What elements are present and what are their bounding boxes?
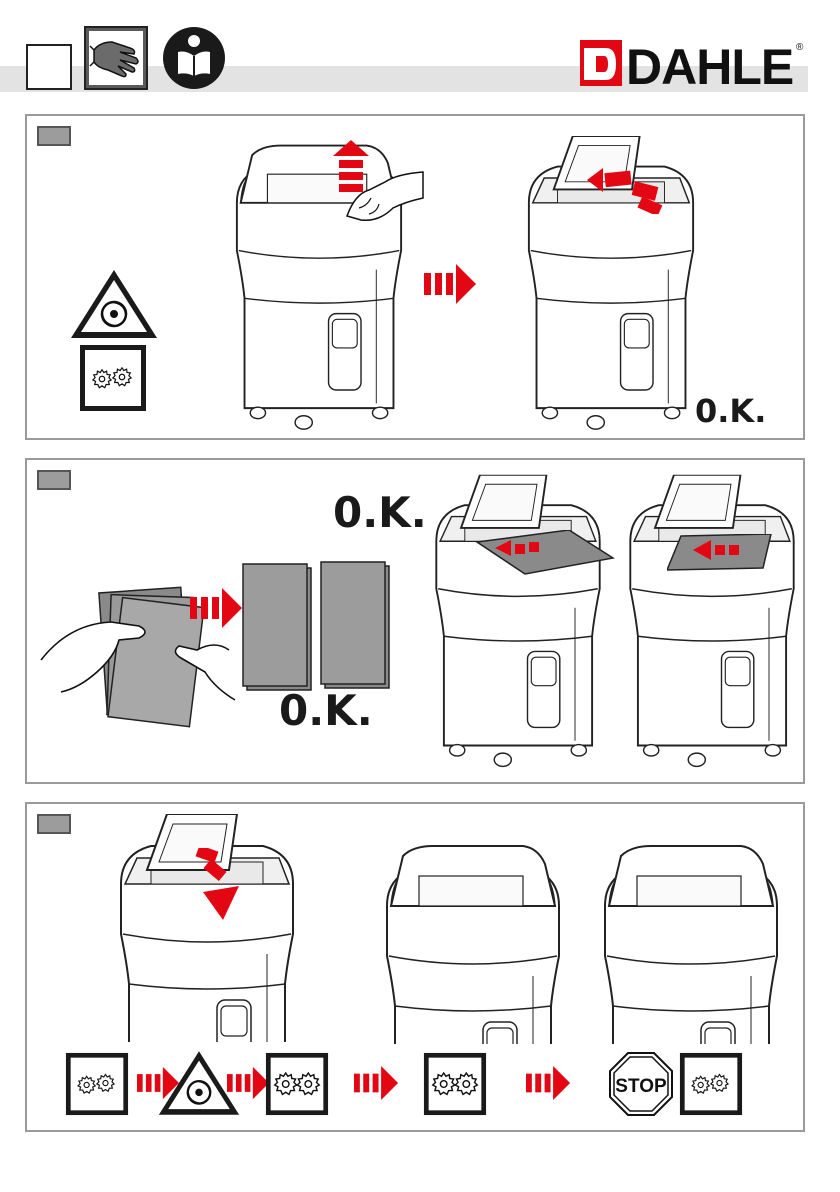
panel-b-tab [37, 470, 71, 490]
stop-text: STOP [615, 1076, 667, 1097]
gears-running-icon [423, 1052, 487, 1116]
protective-glove-icon [84, 26, 148, 90]
ok-label-2: 0.K. [279, 686, 373, 735]
ok-label: 0.K. [695, 392, 766, 430]
paper-insert [475, 530, 615, 580]
next-arrow [189, 588, 243, 628]
hand-lifting-lid [345, 168, 425, 228]
read-manual-icon [162, 26, 226, 90]
gears-icon [679, 1052, 743, 1116]
paper-push-arrow [667, 534, 777, 574]
shredder-paper-loaded [617, 472, 807, 772]
next-arrow [353, 1066, 399, 1100]
registered-mark: ® [796, 42, 804, 53]
paper-stacks [241, 560, 411, 700]
rotating-parts-warning-icon [69, 268, 159, 340]
step-number-box [26, 44, 72, 90]
next-arrow [227, 1066, 269, 1100]
panel-a: 0.K. [25, 114, 805, 440]
shredder-loading-paper [423, 472, 613, 772]
next-arrow [423, 264, 477, 304]
gears-icon [65, 1052, 129, 1116]
next-arrow [525, 1066, 571, 1100]
open-lid-arrow [587, 168, 667, 214]
shredder-shredding [373, 836, 573, 1044]
stop-sign-icon: STOP [609, 1052, 673, 1116]
close-lid-arrow [193, 848, 243, 928]
shredder-finished [591, 836, 791, 1044]
panel-a-tab [37, 126, 71, 146]
dahle-logo: DAHLE ® [576, 36, 806, 90]
gears-running-icon [265, 1052, 329, 1116]
panel-c: STOP [25, 802, 805, 1132]
ok-label-1: 0.K. [333, 488, 427, 537]
brand-name: DAHLE [626, 39, 793, 90]
gears-icon [79, 344, 147, 412]
panel-c-tab [37, 814, 71, 834]
panel-b: 0.K. 0.K. [25, 458, 805, 784]
